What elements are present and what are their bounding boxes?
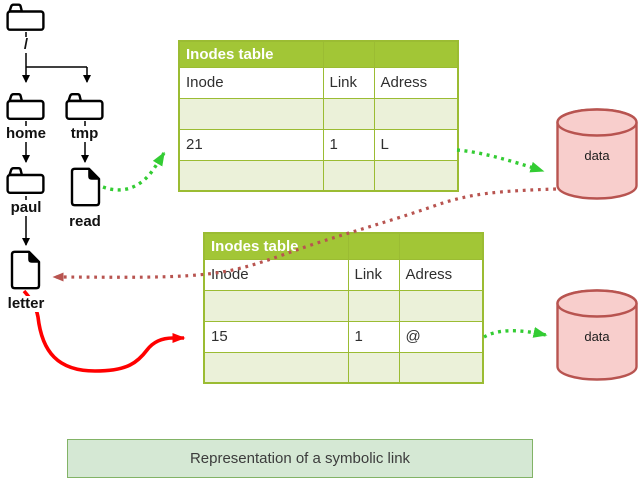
folder-icon-paul: [6, 167, 45, 194]
label-root: /: [14, 37, 38, 53]
label-tmp: tmp: [61, 126, 108, 142]
table-2-row-data: 15 1 @: [203, 320, 484, 353]
inodes-table-2: Inodes table Inode Link Adress 15 1 @: [203, 232, 484, 384]
table-1-col-link: Link: [322, 66, 375, 99]
table-2-col-link: Link: [347, 258, 400, 291]
table-1-inode-value: 21: [178, 128, 324, 161]
table-1-col-adress: Adress: [373, 66, 459, 99]
green-dotted-arrow-read-to-table1: [102, 151, 166, 192]
file-icon-letter: [10, 250, 41, 290]
green-dotted-arrow-table1-to-data1: [456, 148, 545, 173]
table-2-title: Inodes table: [203, 232, 349, 260]
label-letter: letter: [0, 296, 52, 312]
label-paul: paul: [1, 200, 51, 216]
folder-icon-home: [6, 93, 45, 120]
table-2-title-row: Inodes table: [203, 232, 484, 260]
table-2-inode-value: 15: [203, 320, 349, 353]
table-2-col-inode: Inode: [203, 258, 349, 291]
table-2-header-row: Inode Link Adress: [203, 258, 484, 291]
data-cylinder-2-label: data: [584, 329, 610, 344]
table-2-row-empty-top: [203, 289, 484, 322]
table-1-header-row: Inode Link Adress: [178, 66, 459, 99]
table-2-adress-value: @: [398, 320, 484, 353]
table-1-row-empty-bottom: [178, 159, 459, 192]
table-2-row-empty-bottom: [203, 351, 484, 384]
table-1-adress-value: L: [373, 128, 459, 161]
table-2-link-value: 1: [347, 320, 400, 353]
table-1-title: Inodes table: [178, 40, 324, 68]
label-home: home: [1, 126, 51, 142]
caption-box: Representation of a symbolic link: [67, 439, 533, 478]
table-1-title-row: Inodes table: [178, 40, 459, 68]
folder-icon-root: [6, 3, 45, 31]
label-read: read: [61, 214, 109, 230]
data-cylinder-1-label: data: [584, 148, 610, 163]
table-1-row-empty-top: [178, 97, 459, 130]
table-1-row-data: 21 1 L: [178, 128, 459, 161]
inodes-table-1: Inodes table Inode Link Adress 21 1 L: [178, 40, 459, 192]
data-cylinder-1: data: [556, 108, 638, 200]
table-1-col-inode: Inode: [178, 66, 324, 99]
folder-icon-tmp: [65, 93, 104, 120]
data-cylinder-2: data: [556, 289, 638, 381]
table-1-link-value: 1: [322, 128, 375, 161]
file-icon-read: [70, 167, 101, 207]
table-2-col-adress: Adress: [398, 258, 484, 291]
caption-text: Representation of a symbolic link: [189, 450, 411, 467]
green-dotted-arrow-table2-to-data2: [483, 327, 548, 339]
